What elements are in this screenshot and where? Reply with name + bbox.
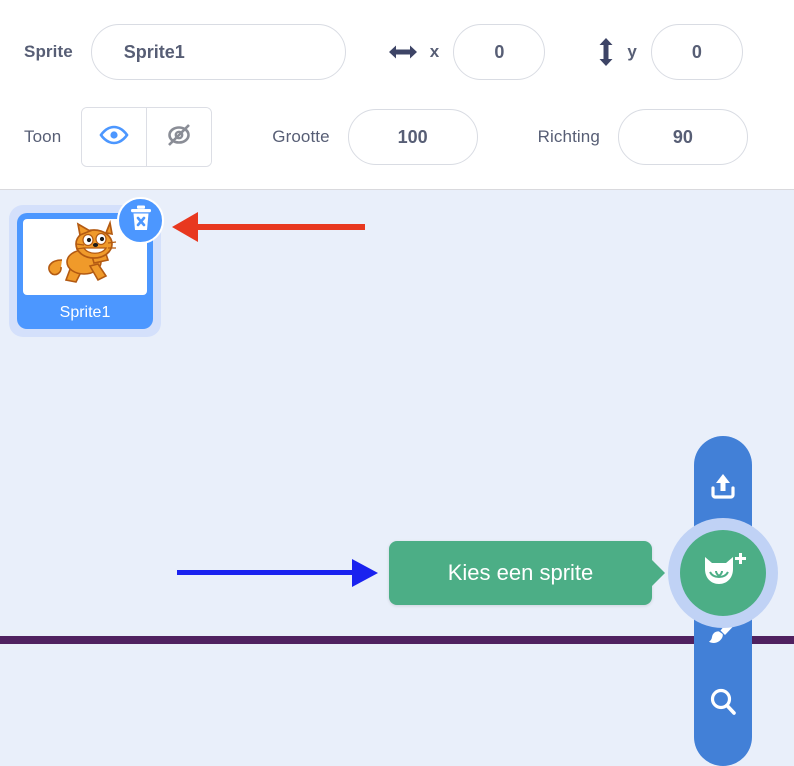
bottom-accent-strip	[0, 636, 794, 644]
sprite-tile-sprite1[interactable]: Sprite1	[9, 205, 161, 337]
left-right-arrow-icon	[388, 43, 418, 61]
choose-sprite-tooltip: Kies een sprite	[389, 541, 665, 605]
sprite-name-input[interactable]: Sprite1	[90, 24, 346, 80]
up-down-arrow-icon	[597, 37, 615, 67]
add-sprite-fab[interactable]	[680, 530, 766, 616]
sprite-label: Sprite	[24, 42, 73, 61]
y-label: y	[627, 42, 637, 61]
size-input[interactable]: 100	[347, 109, 478, 165]
eye-slash-icon	[164, 121, 194, 154]
cat-face-plus-icon	[697, 547, 749, 600]
sprite-info-row-2: Toon	[0, 95, 794, 179]
blue-arrow-shaft	[177, 570, 355, 575]
sprite-tile-label: Sprite1	[59, 304, 111, 322]
show-sprite-button[interactable]	[82, 108, 147, 166]
direction-label: Richting	[537, 127, 600, 146]
visibility-toggle-group[interactable]	[81, 107, 213, 167]
direction-input[interactable]: 90	[617, 109, 748, 165]
sprite-info-row-1: Sprite Sprite1 x 0 y 0	[0, 10, 794, 94]
blue-arrow-head	[352, 559, 378, 587]
trash-delete-icon	[128, 204, 154, 237]
upload-icon	[708, 471, 738, 506]
scratch-cat-icon	[42, 219, 128, 295]
red-arrow-shaft	[195, 224, 365, 230]
magnifier-icon	[708, 687, 738, 722]
size-label: Grootte	[272, 127, 330, 146]
show-label: Toon	[24, 127, 62, 146]
x-input[interactable]: 0	[453, 24, 546, 80]
search-sprite-button[interactable]	[694, 668, 752, 740]
delete-sprite-badge[interactable]	[117, 197, 164, 244]
hide-sprite-button[interactable]	[146, 108, 212, 166]
sprite-tile-body: Sprite1	[17, 213, 153, 329]
upload-sprite-button[interactable]	[694, 452, 752, 524]
y-input[interactable]: 0	[650, 24, 743, 80]
x-label: x	[429, 42, 440, 61]
red-arrow-head	[172, 212, 198, 242]
eye-icon	[99, 125, 129, 150]
sprite-info-panel: Sprite Sprite1 x 0 y 0 Toon	[0, 0, 794, 190]
